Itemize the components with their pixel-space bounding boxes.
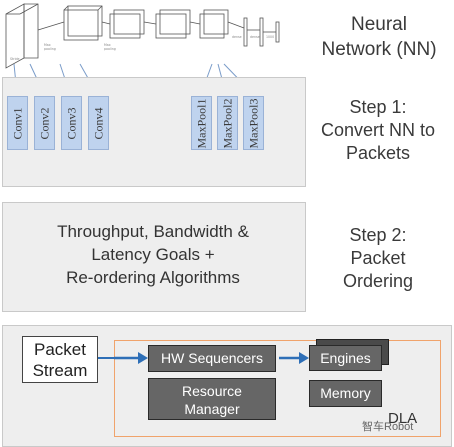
- conv2-layer: Conv2: [34, 96, 55, 150]
- dla-frame-top: [114, 340, 441, 341]
- svg-text:dense: dense: [232, 35, 242, 39]
- step2-label-line-2: Packet: [350, 248, 406, 268]
- svg-text:Max: Max: [44, 43, 51, 47]
- step2-panel: [2, 202, 306, 312]
- conv4-label: Conv4: [91, 106, 106, 140]
- goals-line-3: Re-ordering Algorithms: [66, 268, 240, 287]
- step1-label-line-3: Packets: [345, 143, 411, 163]
- memory-box: Memory: [309, 380, 382, 407]
- svg-text:pooling: pooling: [44, 47, 56, 51]
- engines-box: Engines: [309, 345, 382, 371]
- maxpool2-label: MaxPool2: [220, 97, 235, 149]
- svg-text:Max: Max: [104, 43, 111, 47]
- resource-manager-box: Resource Manager: [148, 378, 276, 420]
- resource-manager-line-1: Resource: [182, 383, 242, 399]
- resource-manager-line-2: Manager: [184, 401, 240, 417]
- goals-text: Throughput, Bandwidth & Latency Goals + …: [12, 220, 294, 289]
- conv4-layer: Conv4: [88, 96, 109, 150]
- packet-stream-line-2: Stream: [32, 361, 88, 380]
- step1-label-line-2: Convert NN to: [320, 120, 436, 140]
- conv2-label: Conv2: [37, 106, 52, 140]
- nn-title-line-2: Network (NN): [321, 39, 437, 60]
- conv1-label: Conv1: [10, 106, 25, 140]
- packet-stream-arrow: [98, 357, 114, 359]
- dla-label: DLA: [388, 410, 418, 427]
- maxpool1-label: MaxPool1: [194, 97, 209, 149]
- step2-label-line-1: Step 2:: [349, 225, 407, 245]
- step1-label: Step 1: Convert NN to Packets: [306, 96, 450, 165]
- maxpool1-layer: MaxPool1: [191, 96, 212, 150]
- svg-text:Stride: Stride: [10, 57, 19, 61]
- step2-label-line-3: Ordering: [342, 271, 414, 291]
- packet-stream-box: Packet Stream: [22, 336, 98, 383]
- dla-frame: [114, 340, 441, 437]
- nn-title-line-1: Neural: [351, 14, 407, 35]
- maxpool2-layer: MaxPool2: [217, 96, 238, 150]
- step2-label: Step 2: Packet Ordering: [306, 224, 450, 293]
- goals-line-2: Latency Goals +: [91, 245, 215, 264]
- sequencer-to-engines-arrow: [279, 352, 309, 364]
- conv1-layer: Conv1: [7, 96, 28, 150]
- packet-stream-line-1: Packet: [34, 340, 86, 359]
- hw-sequencers-box: HW Sequencers: [148, 345, 276, 372]
- input-arrow: [114, 352, 148, 364]
- nn-title: Neural Network (NN): [308, 12, 450, 62]
- goals-line-1: Throughput, Bandwidth &: [57, 222, 249, 241]
- conv3-label: Conv3: [64, 106, 79, 140]
- watermark: 智车Robot: [362, 421, 414, 433]
- svg-text:dense: dense: [250, 35, 260, 39]
- maxpool3-label: MaxPool3: [246, 97, 261, 149]
- step1-label-line-1: Step 1:: [349, 97, 407, 117]
- maxpool3-layer: MaxPool3: [243, 96, 264, 150]
- svg-text:1000: 1000: [266, 35, 274, 39]
- conv3-layer: Conv3: [61, 96, 82, 150]
- svg-text:pooling: pooling: [104, 47, 116, 51]
